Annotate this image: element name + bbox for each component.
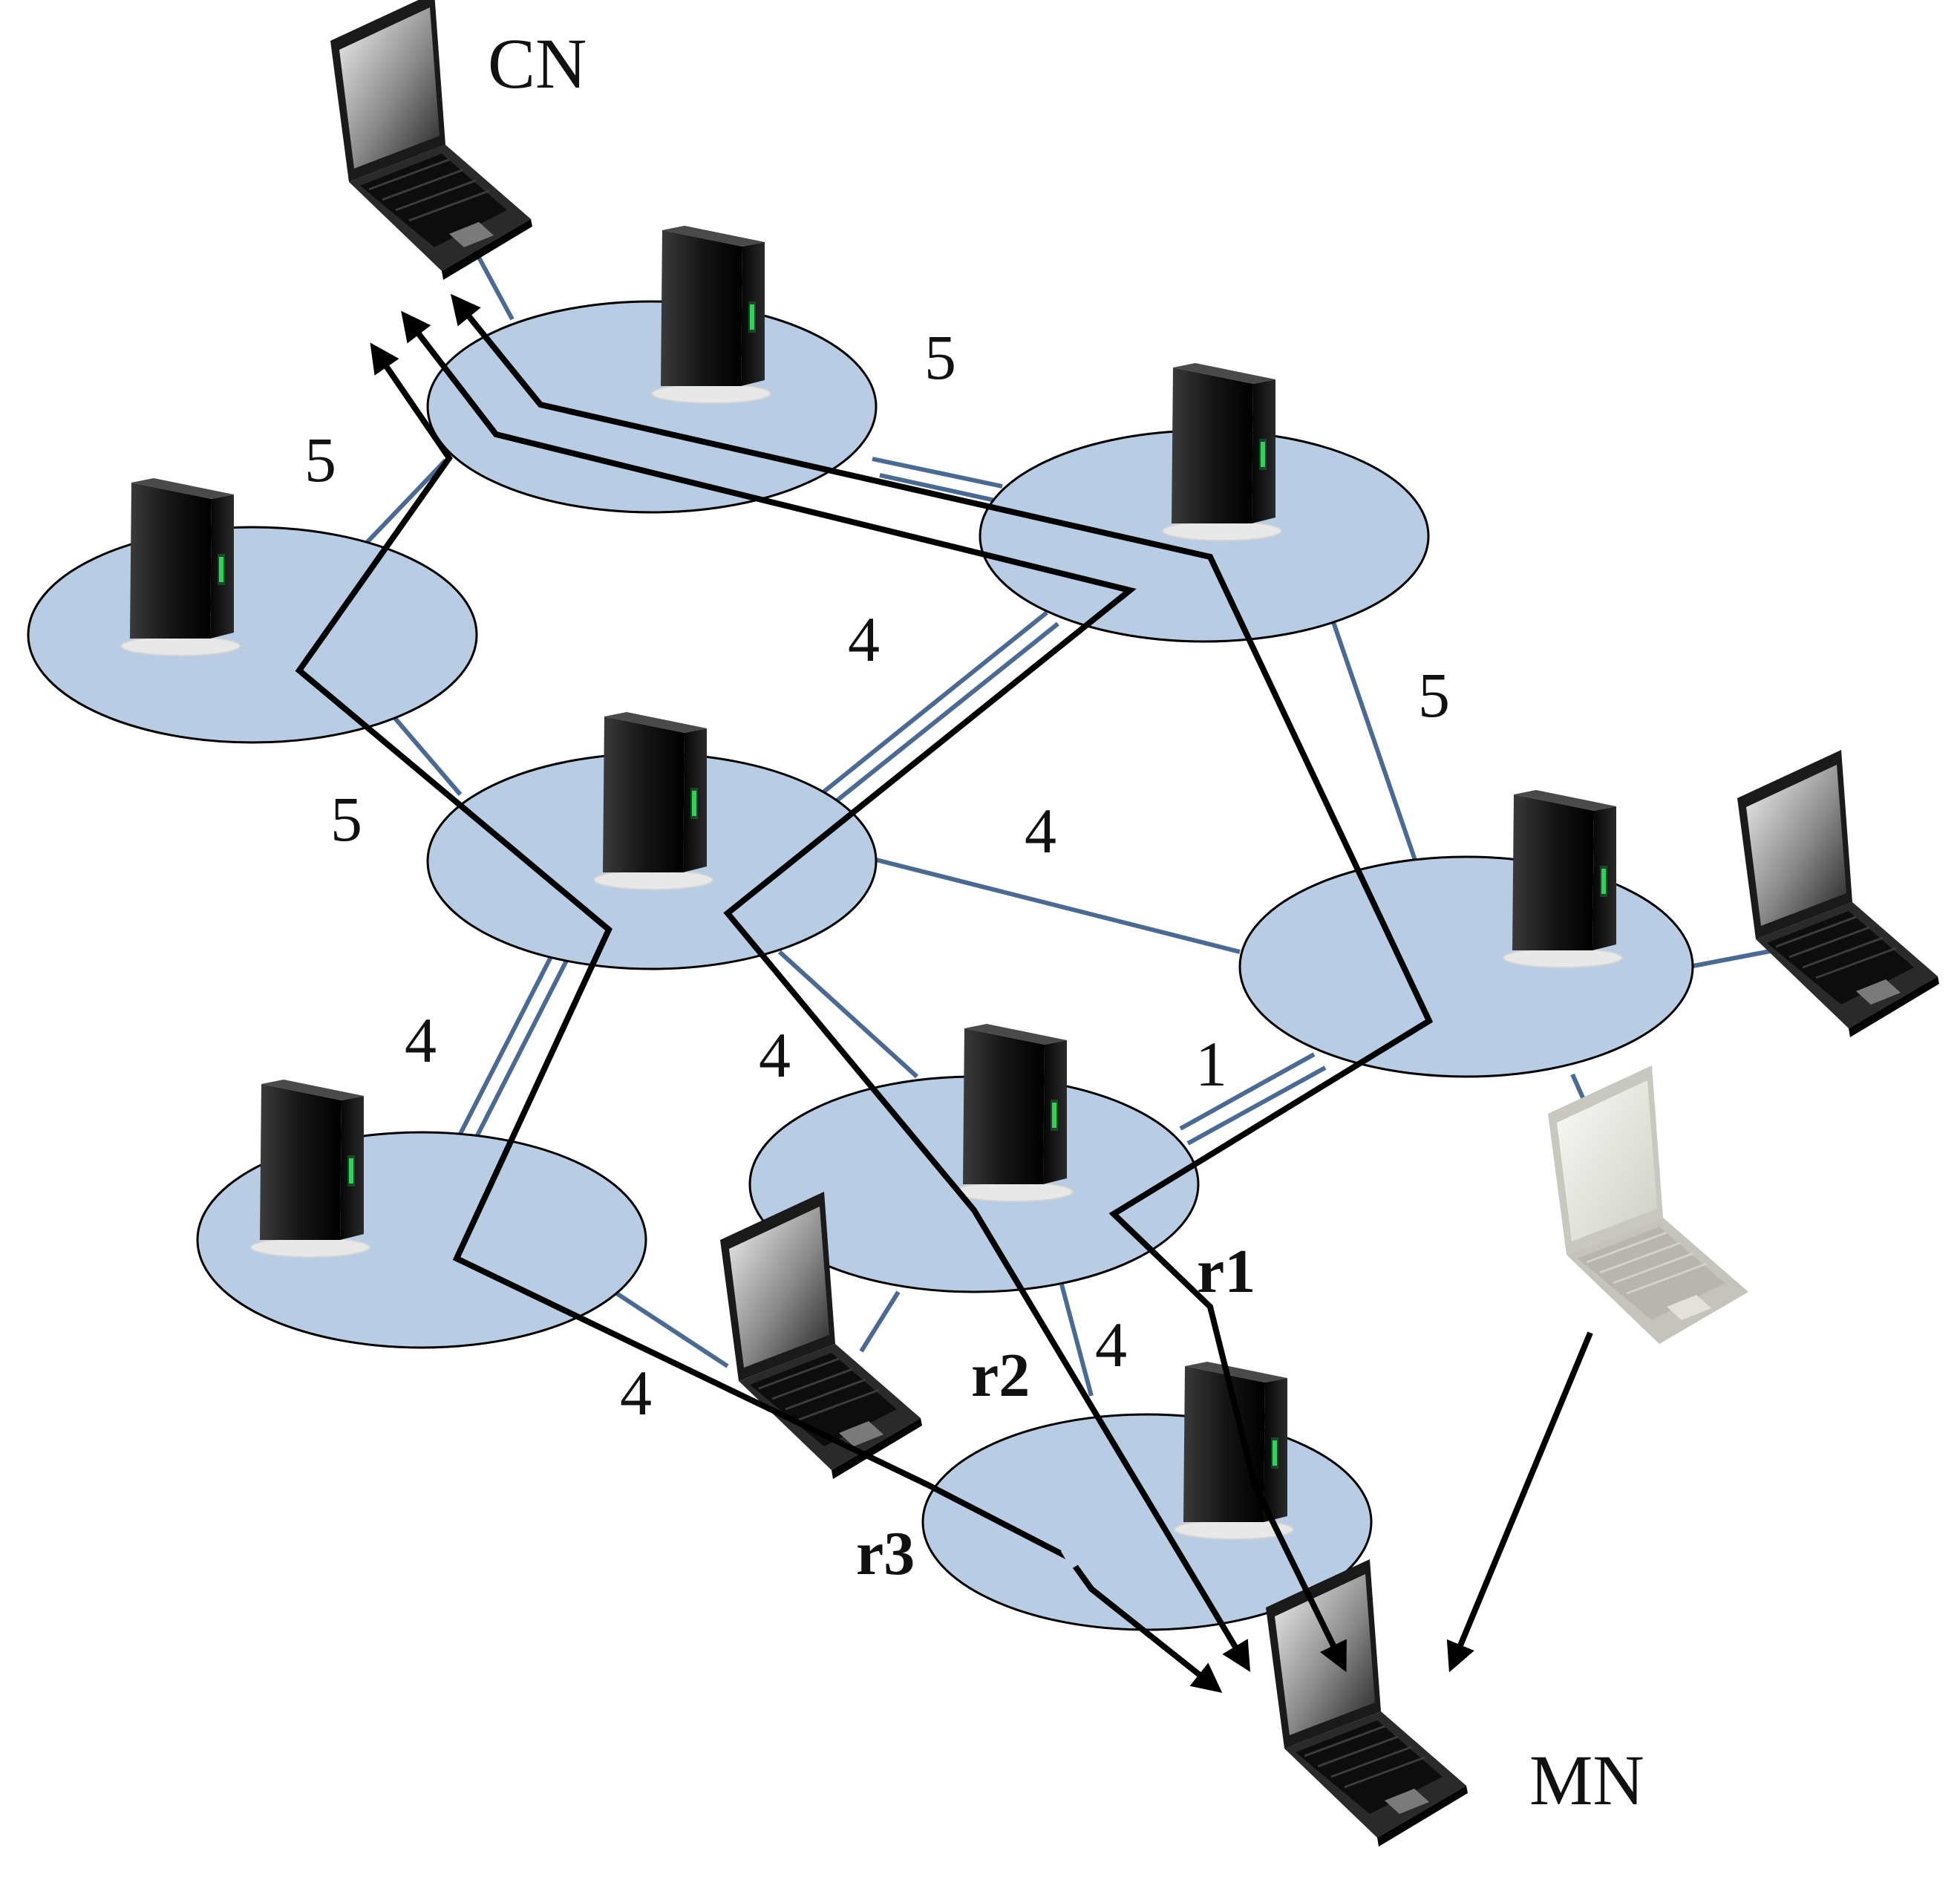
- weight-label: 5: [330, 783, 362, 855]
- routing-paths: [295, 293, 1593, 1693]
- laptop-icon: [1264, 1558, 1469, 1848]
- weight-label: 4: [848, 604, 880, 675]
- link: [1688, 948, 1775, 969]
- link: [1330, 619, 1420, 869]
- link: [607, 1286, 729, 1368]
- mn-label: MN: [1529, 1740, 1644, 1820]
- router-r3-label: r3: [856, 1519, 915, 1588]
- weight-label: 5: [304, 424, 336, 495]
- server-tower-icon: [593, 711, 713, 890]
- server-tower-icon: [1503, 789, 1623, 968]
- server-tower-icon: [1162, 362, 1282, 541]
- weight-label: 1: [1195, 1028, 1227, 1100]
- weight-label: 4: [1025, 795, 1056, 866]
- path-via-r3: [295, 342, 1223, 1693]
- link-weights: 5 5 4 5 5 4 4 4 1 4 4: [304, 321, 1450, 1429]
- weight-label: 4: [759, 1019, 791, 1091]
- weight-label: 4: [405, 1005, 437, 1076]
- weight-label: 5: [1418, 659, 1450, 731]
- cn-label: CN: [488, 24, 587, 103]
- laptop-icon: [1736, 748, 1941, 1039]
- domain-left: [27, 526, 478, 744]
- server-tower-icon: [250, 1079, 370, 1258]
- link: [875, 858, 1241, 954]
- handover-arrow: [1446, 1331, 1593, 1673]
- link: [362, 458, 448, 548]
- router-r1-label: r1: [1197, 1237, 1255, 1306]
- weight-label: 4: [1095, 1309, 1127, 1380]
- server-tower-icon: [1174, 1361, 1294, 1540]
- server-tower-icon: [953, 1023, 1074, 1202]
- server-tower-icon: [120, 477, 241, 656]
- server-tower-icon: [651, 225, 771, 404]
- domain-right: [1238, 855, 1694, 1078]
- link: [458, 951, 555, 1135]
- weight-label: 4: [620, 1357, 652, 1429]
- laptop-icon: [1546, 1064, 1750, 1345]
- domain-top: [426, 300, 878, 514]
- weight-label: 5: [924, 321, 956, 393]
- link: [859, 1290, 901, 1353]
- router-r2-label: r2: [971, 1341, 1030, 1410]
